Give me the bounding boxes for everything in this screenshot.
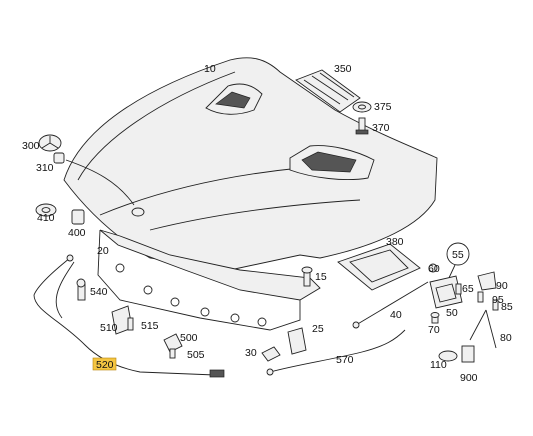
label-515: 515 <box>141 320 159 332</box>
label-65: 65 <box>462 283 474 295</box>
clip-540[interactable] <box>76 278 86 301</box>
label-310: 310 <box>36 162 54 174</box>
label-30: 30 <box>245 347 257 359</box>
screw-505[interactable] <box>169 348 176 359</box>
label-40: 40 <box>390 309 402 321</box>
label-400: 400 <box>68 227 86 239</box>
label-50: 50 <box>446 307 458 319</box>
emblem-star[interactable] <box>38 134 62 152</box>
label-500: 500 <box>180 332 198 344</box>
label-10: 10 <box>204 63 216 75</box>
label-15: 15 <box>315 271 327 283</box>
air-intake-grille[interactable] <box>295 69 361 113</box>
bumper-60[interactable] <box>428 263 438 273</box>
cable-570[interactable] <box>266 329 406 376</box>
screw-370[interactable] <box>355 117 369 135</box>
label-60: 60 <box>428 263 440 275</box>
screw-95[interactable] <box>477 291 484 303</box>
emblem-seat <box>131 207 145 217</box>
label-380: 380 <box>386 236 404 248</box>
bumper-400[interactable] <box>71 209 85 225</box>
grommet-375[interactable] <box>352 101 372 113</box>
emblem-mount-310[interactable] <box>53 152 65 164</box>
hook-90[interactable] <box>477 271 497 291</box>
latch-assembly-50[interactable] <box>429 275 463 309</box>
hood-panel[interactable] <box>63 57 438 271</box>
bracket-500[interactable] <box>163 333 183 353</box>
hood-inner-frame[interactable] <box>97 229 321 331</box>
label-110: 110 <box>430 359 447 371</box>
label-375: 375 <box>374 101 392 113</box>
bolt-15[interactable] <box>301 266 313 287</box>
label-95: 95 <box>492 294 504 306</box>
grommet-110[interactable] <box>438 350 458 362</box>
label-900: 900 <box>460 372 478 384</box>
label-410: 410 <box>37 212 55 224</box>
emblem-arrow <box>65 159 135 206</box>
label-55: 55 <box>452 249 464 261</box>
label-370: 370 <box>372 122 390 134</box>
label-300: 300 <box>22 140 40 152</box>
rod-80[interactable] <box>469 309 497 349</box>
label-80: 80 <box>500 332 512 344</box>
label-540: 540 <box>90 286 108 298</box>
label-570: 570 <box>336 354 354 366</box>
label-85: 85 <box>501 301 513 313</box>
label-505: 505 <box>187 349 205 361</box>
label-520[interactable]: 520 <box>96 359 114 371</box>
label-510: 510 <box>100 322 118 334</box>
bracket-25[interactable] <box>287 327 307 355</box>
sensor-900[interactable] <box>461 345 475 363</box>
grommet-410[interactable] <box>35 203 57 217</box>
clip-30[interactable] <box>261 346 281 362</box>
lock-plate-380[interactable] <box>337 243 421 291</box>
label-350: 350 <box>334 63 352 75</box>
highlight-520 <box>92 357 117 371</box>
screw-85[interactable] <box>492 299 499 311</box>
clip-70[interactable] <box>430 312 440 324</box>
screw-515[interactable] <box>127 317 134 331</box>
label-25: 25 <box>312 323 324 335</box>
label-20: 20 <box>97 245 109 257</box>
bolt-65[interactable] <box>455 283 462 295</box>
label-70: 70 <box>428 324 440 336</box>
label-90: 90 <box>496 280 508 292</box>
gas-strut-40[interactable] <box>352 281 429 329</box>
